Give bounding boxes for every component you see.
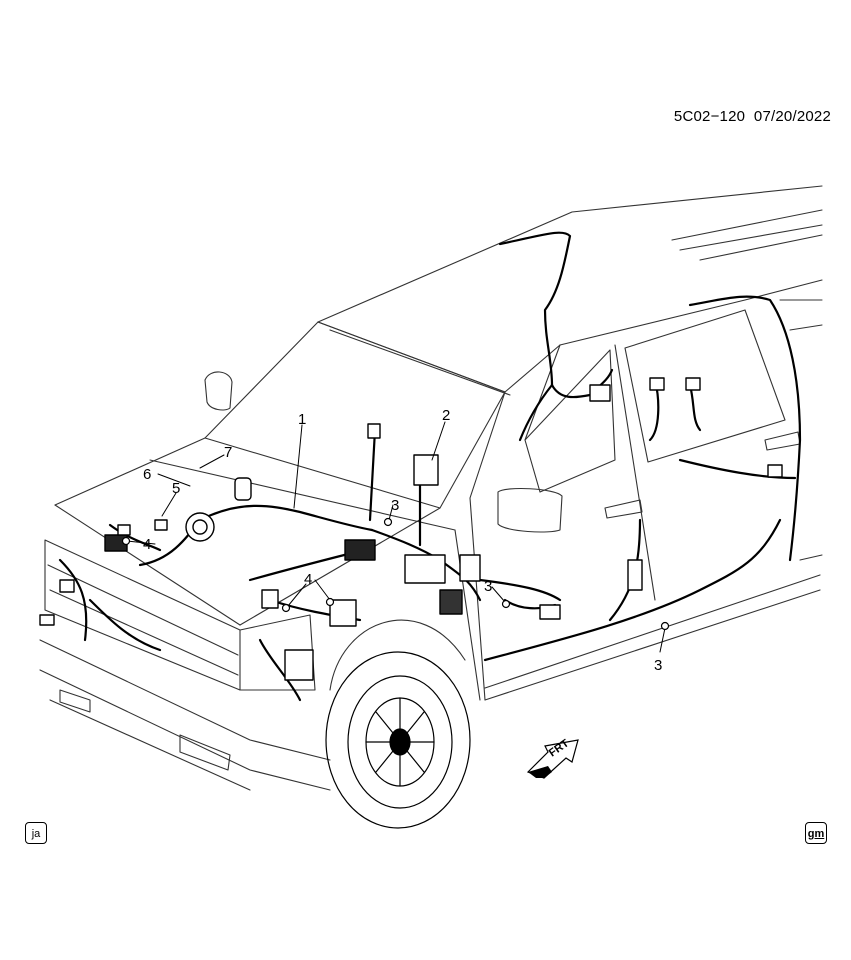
callout-7: 7 [224, 444, 232, 461]
callout-6: 6 [143, 466, 151, 483]
callout-1: 1 [298, 411, 306, 428]
callout-5: 5 [172, 480, 180, 497]
truck-body-outline [39, 185, 823, 791]
leader-lines [126, 421, 666, 653]
drawing-date: 07/20/2022 [753, 108, 831, 125]
callouts: 1 2 3 3 3 4 4 5 6 7 [143, 407, 662, 674]
callout-3-rocker: 3 [654, 657, 662, 674]
harness-components [39, 377, 783, 681]
callout-2: 2 [442, 407, 450, 424]
front-wheel [325, 651, 471, 829]
ja-badge-icon: ja [25, 822, 47, 844]
gm-logo-icon: gm [805, 822, 827, 844]
callout-3-floor: 3 [484, 578, 492, 595]
callout-3-cowl: 3 [391, 497, 399, 514]
drawing-id: 5C02−120 07/20/2022 [600, 108, 831, 125]
callout-4-center: 4 [304, 571, 312, 588]
fasteners [121, 517, 670, 631]
front-arrow-icon: FRT [526, 737, 579, 779]
drawing-code: 5C02−120 [673, 108, 746, 125]
callout-4-left: 4 [143, 536, 151, 553]
